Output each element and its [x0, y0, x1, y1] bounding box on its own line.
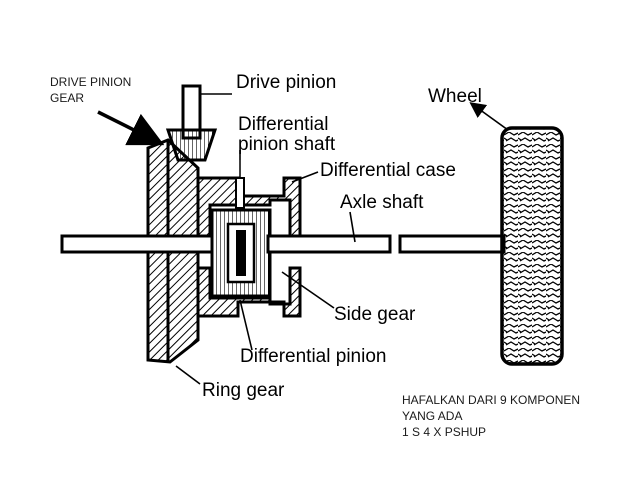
- annotation-drive-pinion-gear: DRIVE PINION GEAR: [50, 74, 131, 106]
- annotation-line-3: 1 S 4 X PSHUP: [402, 425, 487, 439]
- drive-pinion-gear-arrow: [97, 110, 165, 146]
- label-differential-pinion-shaft-2: pinion shaft: [238, 134, 336, 155]
- label-differential-pinion: Differential pinion: [240, 346, 387, 367]
- axle-shaft-right: [266, 234, 506, 254]
- label-wheel: Wheel: [428, 86, 482, 107]
- annotation-line-1: DRIVE PINION: [50, 75, 132, 89]
- label-side-gear: Side gear: [334, 304, 416, 325]
- label-axle-shaft: Axle shaft: [340, 192, 424, 213]
- differential-pinion-shaft: [235, 160, 245, 209]
- wheel: [500, 126, 564, 366]
- leader-lines: [175, 102, 509, 385]
- label-drive-pinion: Drive pinion: [236, 72, 337, 93]
- annotation-line-2: GEAR: [50, 91, 85, 105]
- annotation-line-1: HAFALKAN DARI 9 KOMPONEN: [402, 393, 581, 407]
- side-gears: [210, 208, 272, 298]
- annotation-line-2: YANG ADA: [402, 409, 463, 423]
- label-differential-case: Differential case: [320, 160, 456, 181]
- label-differential-pinion-shaft-1: Differential: [238, 114, 329, 135]
- annotation-memorize-components: HAFALKAN DARI 9 KOMPONEN YANG ADA 1 S 4 …: [402, 392, 580, 440]
- axle-shaft-left: [60, 234, 214, 254]
- label-ring-gear: Ring gear: [202, 380, 285, 401]
